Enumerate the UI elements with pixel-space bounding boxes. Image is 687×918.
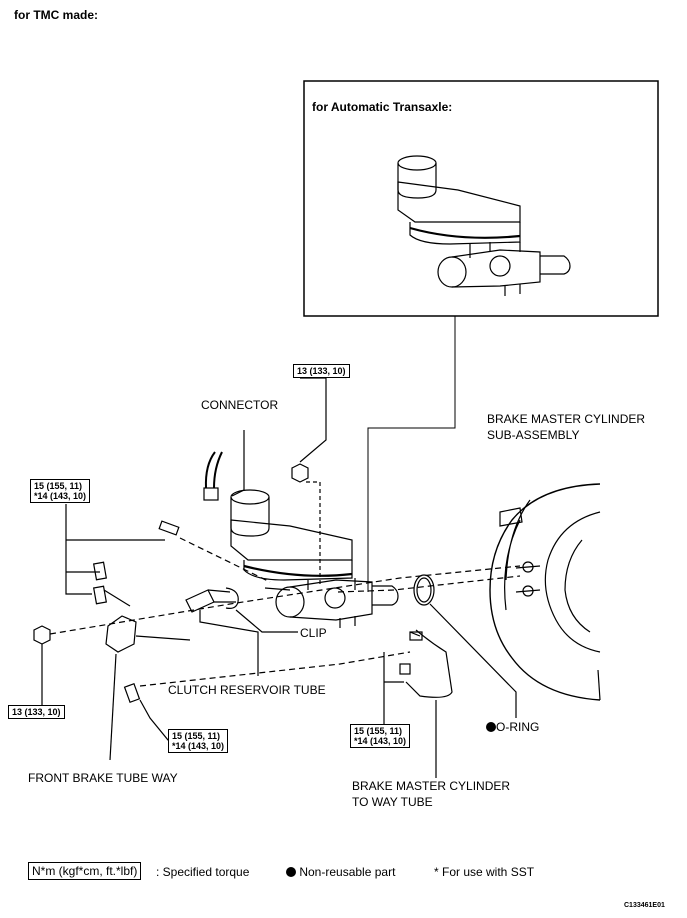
o-ring-label: O-RING: [486, 720, 539, 734]
way-tube-label-line1: BRAKE MASTER CYLINDER: [352, 779, 511, 793]
clutch-tube-part: [185, 587, 298, 676]
inset-master-cylinder: [397, 155, 571, 296]
figure-code: C133461E01: [624, 902, 665, 909]
main-master-cylinder: [230, 489, 399, 628]
legend-torque-text: : Specified torque: [156, 865, 250, 879]
torque-tubes-left: 15 (155, 11) *14 (143, 10): [30, 479, 91, 503]
way-tube-label-line2: TO WAY TUBE: [352, 795, 433, 809]
clip-label: CLIP: [300, 626, 327, 640]
master-cylinder-label-line1: BRAKE MASTER CYLINDER: [487, 412, 646, 426]
inset-frame: [303, 80, 659, 317]
left-tubes-leader: [65, 504, 271, 605]
front-brake-tube-way-part: [103, 589, 411, 761]
nut-top-part: [291, 377, 327, 586]
master-cylinder-label-line2: SUB-ASSEMBLY: [487, 428, 580, 442]
legend-nonreusable: Non-reusable part: [286, 865, 395, 879]
connector-label: CONNECTOR: [201, 398, 279, 412]
torque-tubes-right: 15 (155, 11) *14 (143, 10): [350, 724, 411, 748]
torque-nut-left: 13 (133, 10): [8, 705, 65, 719]
clutch-reservoir-tube-label: CLUTCH RESERVOIR TUBE: [168, 683, 326, 697]
torque-tubes-lower: 15 (155, 11) *14 (143, 10): [168, 729, 229, 753]
brake-booster: [489, 483, 601, 701]
filled-circle-icon: [486, 722, 496, 732]
connector-part: [203, 430, 245, 501]
way-tube-part: [337, 575, 521, 778]
variant-heading: for TMC made:: [14, 8, 98, 22]
front-brake-tube-way-label: FRONT BRAKE TUBE WAY: [28, 771, 178, 785]
filled-circle-icon: [286, 867, 296, 877]
torque-nut-top: 13 (133, 10): [293, 364, 350, 378]
legend-unit-box: N*m (kgf*cm, ft.*lbf): [28, 862, 142, 880]
legend-sst: * For use with SST: [434, 865, 535, 879]
nut-left-part: [33, 565, 521, 706]
inset-title: for Automatic Transaxle:: [312, 100, 453, 114]
o-ring-part: [413, 574, 517, 718]
